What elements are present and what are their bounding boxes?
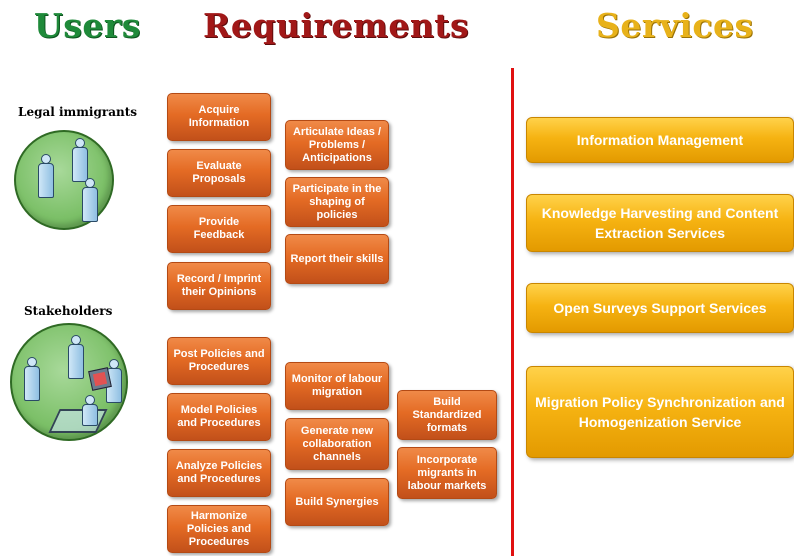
- req-acquire-information: Acquire Information: [167, 93, 271, 141]
- person-icon: [24, 357, 40, 401]
- person-icon: [72, 138, 88, 182]
- req-generate-channels: Generate new collaboration channels: [285, 418, 389, 470]
- person-icon: [82, 395, 98, 426]
- person-icon: [82, 178, 98, 222]
- req-post-policies: Post Policies and Procedures: [167, 337, 271, 385]
- workstation-icon: [48, 409, 108, 433]
- req-articulate-ideas: Articulate Ideas / Problems / Anticipati…: [285, 120, 389, 170]
- req-monitor-labour: Monitor of labour migration: [285, 362, 389, 410]
- req-build-formats: Build Standardized formats: [397, 390, 497, 440]
- services-heading: Services: [596, 6, 754, 45]
- service-knowledge-harvesting: Knowledge Harvesting and Content Extract…: [526, 194, 794, 252]
- req-report-skills: Report their skills: [285, 234, 389, 284]
- stakeholders-group: [10, 323, 128, 441]
- req-model-policies: Model Policies and Procedures: [167, 393, 271, 441]
- stakeholders-label: Stakeholders: [24, 304, 113, 318]
- req-build-synergies: Build Synergies: [285, 478, 389, 526]
- req-incorporate-migrants: Incorporate migrants in labour markets: [397, 447, 497, 499]
- person-icon: [68, 335, 84, 379]
- req-provide-feedback: Provide Feedback: [167, 205, 271, 253]
- divider-line: [511, 68, 514, 556]
- req-evaluate-proposals: Evaluate Proposals: [167, 149, 271, 197]
- service-open-surveys: Open Surveys Support Services: [526, 283, 794, 333]
- legal-immigrants-group: [14, 130, 114, 230]
- computer-icon: [88, 367, 112, 391]
- legal-immigrants-label: Legal immigrants: [18, 105, 137, 119]
- req-participate-shaping: Participate in the shaping of policies: [285, 177, 389, 227]
- requirements-heading: Requirements: [203, 6, 470, 45]
- users-heading: Users: [34, 6, 141, 45]
- req-harmonize-policies: Harmonize Policies and Procedures: [167, 505, 271, 553]
- service-information-management: Information Management: [526, 117, 794, 163]
- req-analyze-policies: Analyze Policies and Procedures: [167, 449, 271, 497]
- service-migration-policy: Migration Policy Synchronization and Hom…: [526, 366, 794, 458]
- req-record-opinions: Record / Imprint their Opinions: [167, 262, 271, 310]
- person-icon: [38, 154, 54, 198]
